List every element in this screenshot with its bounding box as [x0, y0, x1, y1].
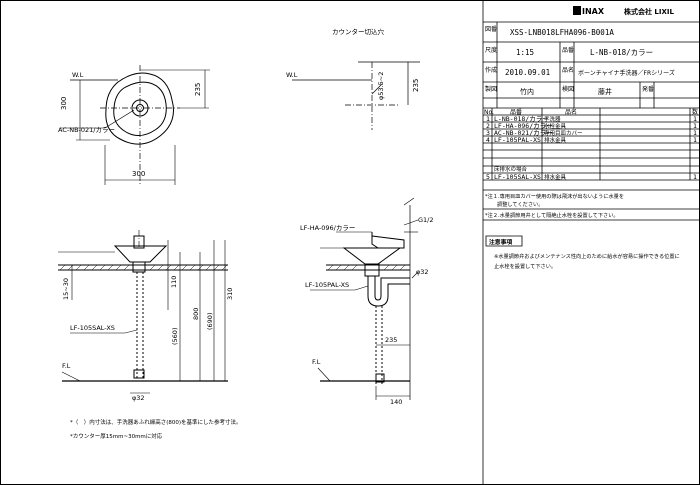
dim-dia32-front: φ32 — [132, 394, 145, 402]
part-label-lf-ha: LF-HA-096/カラー — [300, 224, 355, 232]
parts-row-hinban: LF-105SAL-XS — [494, 173, 541, 181]
label-sakusei: 作成 — [485, 66, 497, 74]
dim-dia32-side: φ32 — [416, 268, 429, 276]
label-hinmei: 品名 — [562, 66, 574, 74]
dim-800: 800 — [192, 308, 200, 320]
p-trap — [368, 276, 410, 306]
parts-row-hinban: L-NB-018/カラー — [494, 115, 549, 123]
parts-row-hinban: LF-105PAL-XS — [494, 136, 541, 144]
dim-300-vertical: 300 — [60, 97, 68, 110]
counter-cutout-title: カウンター切込穴 — [332, 27, 385, 36]
fl-label-front: F.L — [62, 362, 71, 370]
front-elevation — [58, 230, 228, 393]
footnote-2: *カウンター厚15mm~30mmに対応 — [70, 432, 163, 440]
created-date: 2010.09.01 — [505, 68, 550, 77]
floor-drain-label: 床排水の場合 — [494, 165, 528, 173]
parts-row-hinban: LF-HA-096/カラー — [494, 122, 553, 130]
fl-label-side: F.L — [312, 358, 321, 366]
parts-row-hinmei: 排水金具 — [544, 136, 567, 144]
brand-company: 株式会社 LIXIL — [624, 7, 675, 16]
counter-hatch-right — [328, 265, 405, 270]
cutout-hole-diameter: φ53.5~2 — [377, 72, 385, 100]
note-2: *注２.水量調節用弁として隔絶止水栓を設置して下さい。 — [485, 211, 619, 219]
wl-label-plan: W.L — [72, 71, 84, 79]
dim-235-cutout: 235 — [412, 79, 420, 92]
title-block — [483, 0, 700, 485]
parts-row-qty: 1 — [693, 115, 697, 123]
parts-row-qty: 1 — [693, 173, 697, 181]
product-name: ボーンチャイナ手洗器／FRシリーズ — [578, 69, 675, 77]
caution-line-2: 止水栓を設置して下さい。 — [494, 262, 556, 270]
wl-label-cutout: W.L — [286, 71, 298, 79]
dim-310: 310 — [226, 288, 234, 300]
dim-235-side: 235 — [385, 336, 397, 344]
parts-header-hinmei: 品名 — [565, 108, 577, 116]
basin-front — [115, 246, 166, 262]
scale-value: 1:15 — [516, 48, 534, 57]
dim-300-horizontal: 300 — [132, 170, 145, 178]
side-elevation — [310, 198, 418, 400]
parts-row-qty: 1 — [693, 129, 697, 137]
faucet-side — [372, 236, 404, 248]
part-label-ac-nb: AC-NB-021/カラー — [58, 126, 115, 134]
counter-cutout-view — [292, 62, 420, 130]
parts-header-no: No. — [484, 109, 494, 116]
parts-row-qty: 1 — [693, 136, 697, 144]
parts-row-no: 2 — [486, 122, 490, 130]
parts-header-qty: 数 — [692, 108, 698, 116]
basin-outline-plan — [106, 73, 174, 144]
counter-hatch-left — [60, 265, 227, 270]
note-1b: 調整してください。 — [497, 200, 543, 208]
brand-inax: INAX — [582, 7, 605, 16]
label-hinban: 品番 — [562, 47, 574, 54]
label-shakudo: 尺度 — [485, 46, 497, 54]
dim-g12: G1/2 — [418, 216, 434, 224]
parts-row: 5 LF-105SAL-XS 排水金具 1 — [486, 173, 697, 181]
footnote-1: *（ ）内寸法は、手洗器あふれ縁高さ(800)を基準にした参考寸法。 — [70, 418, 242, 426]
parts-row: 1 L-NB-018/カラー 手洗器 1 — [486, 115, 697, 123]
parts-row-hinmei: 手洗器 — [544, 115, 561, 123]
dim-235-plan: 235 — [194, 83, 202, 96]
part-label-lf-105sal: LF-105SAL-XS — [70, 324, 115, 332]
parts-row: 3 AC-NB-021/カラー 専用目皿カバー 1 — [486, 129, 697, 137]
parts-row-hinmei: 水栓金具 — [544, 122, 567, 130]
label-hatten: 発番 — [642, 85, 654, 93]
parts-row-hinmei: 専用目皿カバー — [544, 129, 583, 137]
part-label-lf-105pal: LF-105PAL-XS — [305, 281, 349, 289]
caution-title: 注意事項 — [489, 238, 512, 246]
drawing-number: XSS-LNB018LFHA096-B001A — [510, 28, 614, 37]
label-seizu: 製図 — [485, 85, 497, 93]
dim-15-30: 15~30 — [62, 278, 70, 300]
dim-110: 110 — [170, 276, 178, 288]
parts-row: 2 LF-HA-096/カラー 水栓金具 1 — [486, 122, 697, 130]
basin-side — [344, 248, 400, 264]
note-1a: *注１.専用目皿カバー使用の際は飛沫が出ないように水量を — [485, 192, 624, 200]
parts-row-no: 3 — [486, 129, 490, 137]
plan-view-basin — [60, 65, 210, 185]
label-zuban: 図番 — [485, 26, 497, 33]
parts-row-no: 1 — [486, 115, 490, 123]
inax-logo-icon — [573, 6, 581, 15]
label-kennin: 検図 — [562, 85, 574, 93]
dim-140: 140 — [390, 398, 402, 406]
parts-row-qty: 1 — [693, 122, 697, 130]
parts-row: 4 LF-105PAL-XS 排水金具 1 — [486, 136, 697, 144]
dim-690: (690) — [206, 313, 214, 330]
dim-560: (560) — [171, 328, 179, 345]
product-code: L-NB-018/カラー — [590, 48, 653, 57]
caution-line-1: ※水量調節弁およびメンテナンス性向上のために給水が容易に操作できる位置に — [494, 252, 680, 260]
parts-row-no: 4 — [486, 136, 490, 144]
parts-row-no: 5 — [486, 173, 490, 181]
drafter-name: 竹内 — [520, 87, 534, 96]
parts-row-hinban: AC-NB-021/カラー — [494, 129, 553, 137]
parts-header-hinban: 品番 — [510, 109, 522, 116]
checker-name: 藤井 — [598, 87, 612, 96]
parts-row-hinmei: 排水金具 — [544, 173, 567, 181]
